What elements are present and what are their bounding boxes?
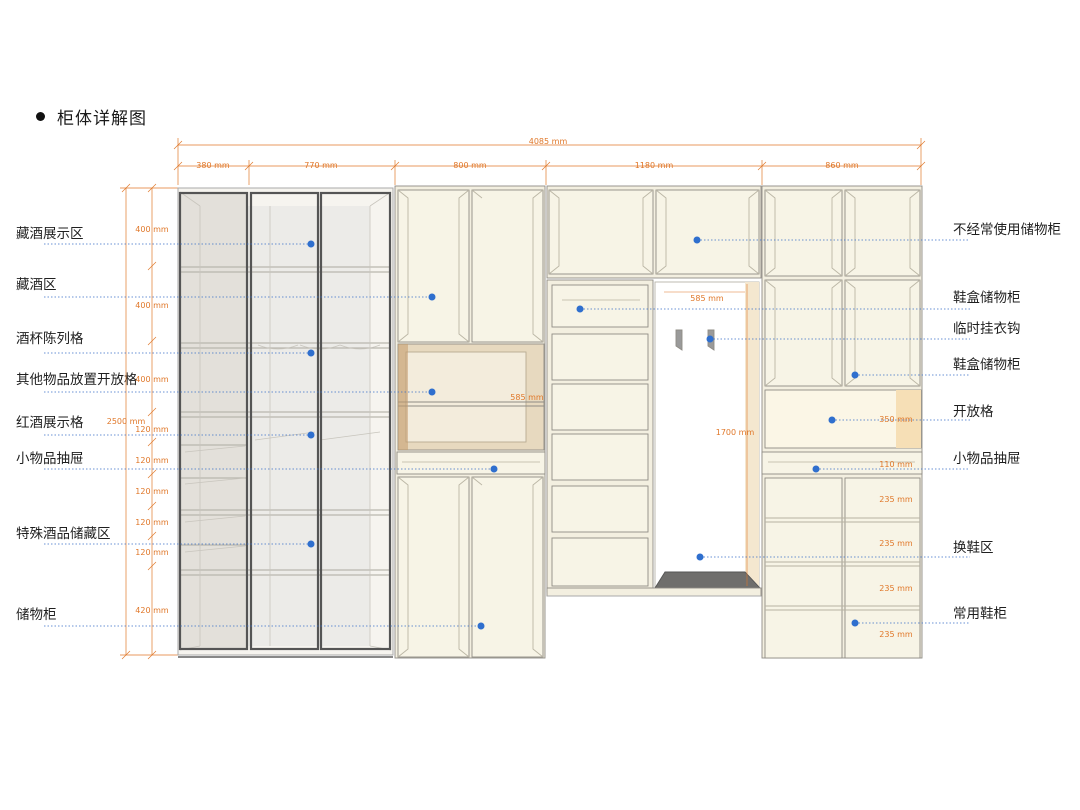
marker-red-wine (307, 431, 315, 439)
dim-h-6: 120 mm (135, 487, 169, 496)
label-shoebox-2: 鞋盒储物柜 (953, 357, 1021, 373)
dim-h-5: 120 mm (135, 456, 169, 465)
marker-small-drawer-left (490, 465, 498, 473)
dim-h-4: 120 mm (135, 425, 169, 434)
label-shoebox-1: 鞋盒储物柜 (953, 290, 1021, 306)
dim-total-height: 2500 mm (107, 417, 146, 426)
dim-width-5: 860 mm (825, 161, 859, 170)
marker-shoebox-2 (851, 371, 859, 379)
label-small-drawer-right: 小物品抽屉 (953, 451, 1021, 467)
marker-open-shelf-right (828, 416, 836, 424)
label-glass-display: 酒杯陈列格 (16, 331, 84, 347)
label-other-open-shelf: 其他物品放置开放格 (16, 372, 138, 388)
marker-daily-shoe (851, 619, 859, 627)
marker-special-wine (307, 540, 315, 548)
marker-dots (307, 236, 859, 630)
dim-width-4: 1180 mm (635, 161, 674, 170)
label-coat-hooks: 临时挂衣钩 (953, 321, 1021, 337)
dim-r-2: 110 mm (879, 460, 913, 469)
dim-total-width: 4085 mm (529, 137, 568, 146)
dim-r-1: 350 mm (879, 415, 913, 424)
dim-h-2: 400 mm (135, 301, 169, 310)
marker-storage-left (477, 622, 485, 630)
label-red-wine-display: 红酒展示格 (16, 415, 84, 431)
dim-width-1: 380 mm (196, 161, 230, 170)
marker-rare-use (693, 236, 701, 244)
dim-r-6: 235 mm (879, 630, 913, 639)
label-shoe-change: 换鞋区 (953, 540, 994, 556)
dim-width-3: 800 mm (453, 161, 487, 170)
marker-wine-display (307, 240, 315, 248)
wine-cabinet (177, 187, 394, 658)
dim-h-7: 120 mm (135, 518, 169, 527)
marker-other-open-shelf (428, 388, 436, 396)
dim-width-2: 770 mm (304, 161, 338, 170)
label-wine-display: 藏酒展示区 (16, 226, 84, 242)
label-wine-storage: 藏酒区 (16, 277, 57, 293)
marker-wine-storage (428, 293, 436, 301)
leader-lines (44, 239, 970, 627)
bullet-icon (36, 112, 45, 121)
dim-shelf-height: 585 mm (510, 393, 544, 402)
dim-r-3: 235 mm (879, 495, 913, 504)
marker-coat-hooks (706, 335, 714, 343)
dim-opening-width: 585 mm (690, 294, 724, 303)
dim-h-3: 400 mm (135, 375, 169, 384)
section-heading: 柜体详解图 (36, 104, 147, 129)
page-title: 柜体详解图 (57, 109, 147, 129)
dim-r-4: 235 mm (879, 539, 913, 548)
marker-glass-display (307, 349, 315, 357)
label-daily-shoe-cabinet: 常用鞋柜 (953, 606, 1007, 622)
storage-cabinet-800 (394, 185, 546, 659)
label-open-shelf-right: 开放格 (953, 404, 994, 420)
marker-shoebox-1 (576, 305, 584, 313)
dim-h-9: 420 mm (135, 606, 169, 615)
label-rare-use-storage: 不经常使用储物柜 (953, 222, 1061, 238)
middle-cabinet-1180 (546, 185, 762, 597)
dim-h-1: 400 mm (135, 225, 169, 234)
marker-shoe-change (696, 553, 704, 561)
marker-small-drawer-right (812, 465, 820, 473)
dim-r-5: 235 mm (879, 584, 913, 593)
label-small-drawer-left: 小物品抽屉 (16, 451, 84, 467)
dimension-left (120, 183, 178, 660)
dim-opening-height: 1700 mm (716, 428, 755, 437)
dimension-top (173, 138, 926, 185)
dim-h-8: 120 mm (135, 548, 169, 557)
shoe-cabinet-860 (761, 185, 923, 659)
label-special-wine: 特殊酒品储藏区 (16, 526, 111, 542)
label-storage-left: 储物柜 (16, 607, 57, 623)
